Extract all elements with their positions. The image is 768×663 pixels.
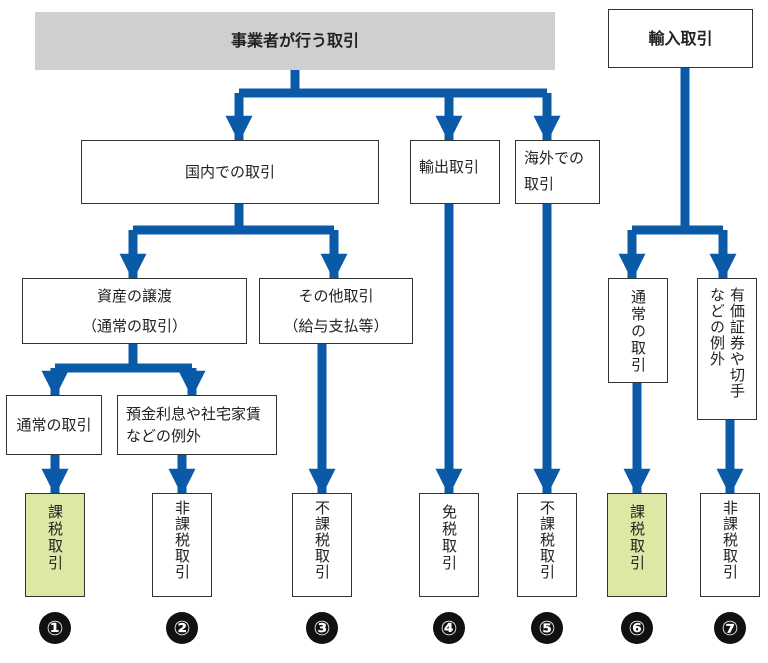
normal-trade-box: 通常の取引: [6, 395, 102, 455]
securities-exception-box: 有価証券や切手などの例外: [697, 278, 757, 420]
number-marker-1: ①: [39, 612, 71, 644]
other-trade-label: その他取引: [298, 287, 374, 305]
exceptions-box: 預金利息や社宅家賃などの例外: [117, 395, 277, 455]
securities-exception-label: 有価証券や切手などの例外: [708, 287, 746, 399]
result-nontaxable-2-label: 非課税取引: [173, 500, 191, 580]
result-taxed-6: 課税取引: [607, 493, 667, 597]
result-nontaxable-7-label: 非課税取引: [721, 500, 739, 580]
export-trade-box: 輸出取引: [410, 140, 500, 204]
number-marker-4: ④: [433, 612, 465, 644]
result-taxed-1: 課税取引: [25, 493, 85, 597]
number-marker-2: ②: [166, 612, 198, 644]
other-trade-note: （給与支払等）: [283, 317, 389, 335]
result-untaxed-5: 不課税取引: [517, 493, 577, 597]
result-exempt-4: 免税取引: [419, 493, 479, 597]
result-untaxed-3: 不課税取引: [292, 493, 352, 597]
number-marker-7: ⑦: [714, 612, 746, 644]
import-trade-box: 輸入取引: [608, 9, 753, 68]
number-marker-3: ③: [306, 612, 338, 644]
result-nontaxable-2: 非課税取引: [152, 493, 212, 597]
business-trade-box: 事業者が行う取引: [35, 12, 555, 70]
import-normal-label: 通常の取引: [629, 289, 647, 374]
asset-transfer-box: 資産の譲渡 （通常の取引）: [22, 278, 247, 344]
asset-transfer-label: 資産の譲渡: [96, 287, 172, 305]
result-nontaxable-7: 非課税取引: [700, 493, 760, 597]
domestic-trade-box: 国内での取引: [81, 140, 379, 204]
number-marker-5: ⑤: [531, 612, 563, 644]
other-trade-box: その他取引 （給与支払等）: [259, 278, 413, 344]
asset-transfer-note: （通常の取引）: [81, 317, 187, 335]
result-taxed-6-label: 課税取引: [628, 504, 646, 572]
import-normal-box: 通常の取引: [608, 278, 668, 383]
result-exempt-4-label: 免税取引: [440, 504, 458, 572]
overseas-trade-box: 海外での取引: [515, 140, 600, 204]
result-untaxed-5-label: 不課税取引: [538, 500, 556, 580]
result-untaxed-3-label: 不課税取引: [313, 500, 331, 580]
number-marker-6: ⑥: [621, 612, 653, 644]
result-taxed-1-label: 課税取引: [46, 504, 64, 572]
